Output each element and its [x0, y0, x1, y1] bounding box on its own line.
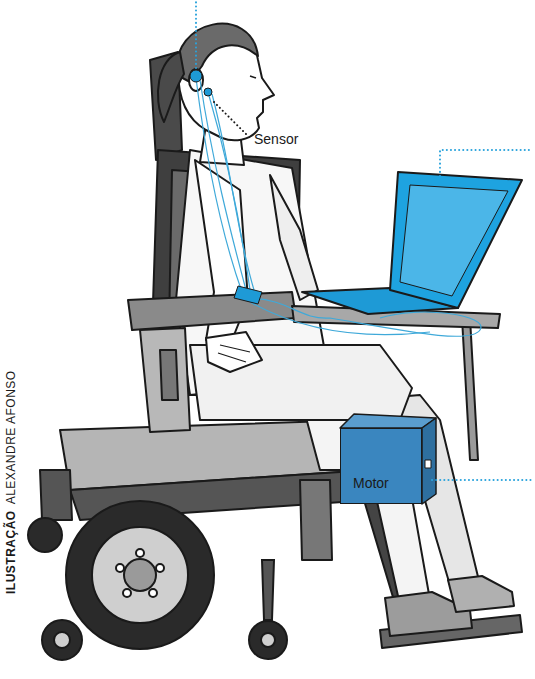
leader-lines	[196, 2, 532, 480]
person	[158, 24, 514, 636]
motor-box-faces	[340, 414, 436, 504]
illustration-credit: ALEXANDRE AFONSO	[4, 370, 18, 504]
illustration-credit: ILUSTRAÇÃO	[4, 510, 18, 594]
part-label: Motor	[353, 475, 421, 491]
part-label: Sensor	[254, 131, 298, 147]
sensor-wires	[196, 78, 481, 336]
laptop	[292, 172, 522, 328]
credit-line: ILUSTRAÇÃO ALEXANDRE AFONSO	[4, 364, 18, 594]
motor-box: Motor	[340, 428, 422, 504]
chair-frame	[40, 52, 522, 648]
sensor-pads	[190, 70, 262, 304]
wheels	[28, 501, 287, 660]
